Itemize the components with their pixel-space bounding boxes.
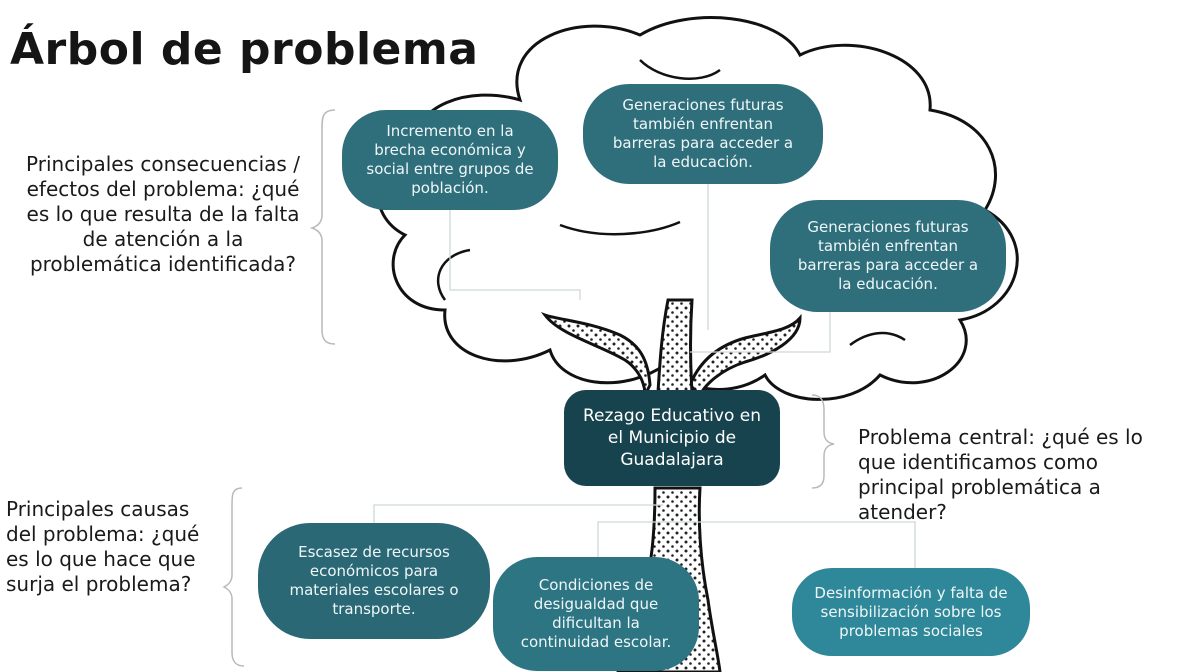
- cause-node: Condiciones de desigualdad que dificulta…: [493, 557, 699, 671]
- effect-node: Generaciones futuras también enfrentan b…: [770, 200, 1006, 312]
- brackets: [222, 109, 835, 667]
- connector-lines: [373, 184, 916, 568]
- cause-node: Desinformación y falta de sensibilizació…: [792, 568, 1030, 656]
- cause-text: Condiciones de desigualdad que dificulta…: [520, 576, 672, 651]
- causes-label: Principales causas del problema: ¿qué es…: [6, 497, 200, 596]
- page-title: Árbol de problema: [10, 24, 479, 75]
- effect-node: Incremento en la brecha económica y soci…: [342, 110, 558, 210]
- effect-node: Generaciones futuras también enfrentan b…: [583, 84, 823, 184]
- cause-text: Escasez de recursos económicos para mate…: [289, 543, 459, 618]
- central-problem-label: Problema central: ¿qué es lo que identif…: [858, 425, 1143, 524]
- cause-node: Escasez de recursos económicos para mate…: [258, 523, 490, 639]
- effect-text: Incremento en la brecha económica y soci…: [366, 122, 534, 197]
- effect-text: Generaciones futuras también enfrentan b…: [797, 218, 979, 293]
- central-problem-node: Rezago Educativo en el Municipio de Guad…: [564, 390, 780, 486]
- cause-text: Desinformación y falta de sensibilizació…: [814, 583, 1008, 640]
- central-problem-text: Rezago Educativo en el Municipio de Guad…: [582, 406, 761, 470]
- effect-text: Generaciones futuras también enfrentan b…: [612, 96, 794, 171]
- consequences-label: Principales consecuencias / efectos del …: [26, 152, 300, 276]
